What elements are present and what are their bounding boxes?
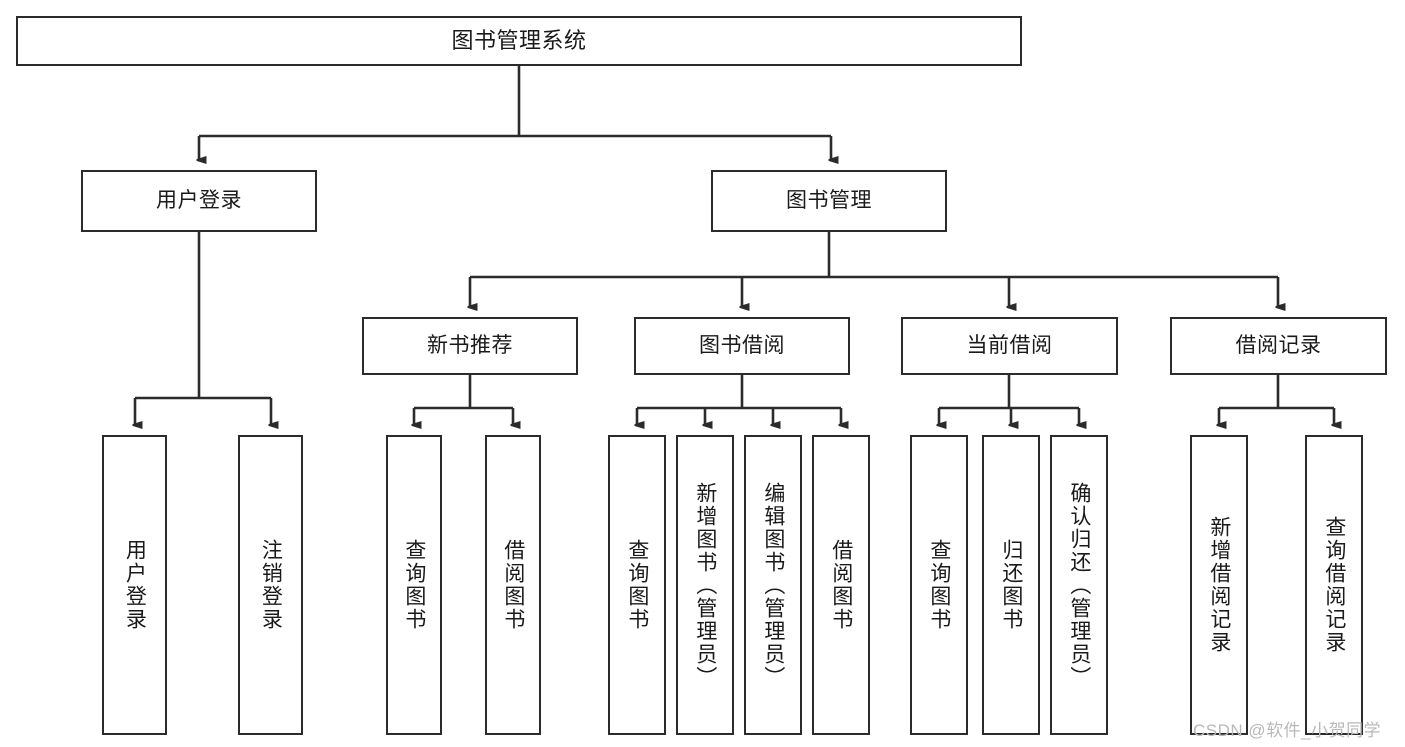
node-leaf-add-record[interactable]: 新增借阅记录 bbox=[1190, 435, 1248, 735]
node-leaf-user-login-label: 用户登录 bbox=[123, 539, 147, 631]
node-current-borrow[interactable]: 当前借阅 bbox=[901, 317, 1118, 375]
node-leaf-edit-book-label: 编辑图书（管理员） bbox=[761, 481, 785, 689]
node-leaf-logout[interactable]: 注销登录 bbox=[238, 435, 303, 735]
node-leaf-add-book[interactable]: 新增图书（管理员） bbox=[676, 435, 734, 735]
watermark: CSDN @软件_小贺同学 bbox=[1193, 721, 1382, 740]
node-leaf-confirm-return-label: 确认归还（管理员） bbox=[1067, 481, 1091, 689]
node-user-login[interactable]: 用户登录 bbox=[81, 170, 317, 232]
node-leaf-return-book-label: 归还图书 bbox=[999, 539, 1023, 631]
node-leaf-query-book-1[interactable]: 查询图书 bbox=[386, 435, 442, 735]
node-borrow-record[interactable]: 借阅记录 bbox=[1170, 317, 1387, 375]
node-leaf-user-login[interactable]: 用户登录 bbox=[102, 435, 167, 735]
node-leaf-add-book-label: 新增图书（管理员） bbox=[693, 481, 717, 689]
node-leaf-query-book-3-label: 查询图书 bbox=[927, 539, 951, 631]
node-leaf-borrow-book-1-label: 借阅图书 bbox=[501, 539, 525, 631]
node-leaf-logout-label: 注销登录 bbox=[259, 539, 283, 631]
node-leaf-query-book-1-label: 查询图书 bbox=[402, 539, 426, 631]
node-leaf-add-record-label: 新增借阅记录 bbox=[1207, 516, 1231, 654]
node-leaf-borrow-book-2[interactable]: 借阅图书 bbox=[812, 435, 870, 735]
node-leaf-query-book-2-label: 查询图书 bbox=[625, 539, 649, 631]
node-user-login-label: 用户登录 bbox=[156, 189, 242, 213]
node-new-book-rec-label: 新书推荐 bbox=[427, 334, 513, 358]
node-leaf-return-book[interactable]: 归还图书 bbox=[982, 435, 1040, 735]
node-book-manage-label: 图书管理 bbox=[786, 189, 872, 213]
node-book-borrow-label: 图书借阅 bbox=[699, 334, 785, 358]
node-book-borrow[interactable]: 图书借阅 bbox=[634, 317, 850, 375]
node-root[interactable]: 图书管理系统 bbox=[16, 16, 1022, 66]
node-leaf-query-record-label: 查询借阅记录 bbox=[1322, 516, 1346, 654]
node-root-label: 图书管理系统 bbox=[451, 27, 587, 53]
node-borrow-record-label: 借阅记录 bbox=[1235, 334, 1322, 358]
node-leaf-query-book-3[interactable]: 查询图书 bbox=[910, 435, 968, 735]
node-book-manage[interactable]: 图书管理 bbox=[711, 170, 947, 232]
node-new-book-rec[interactable]: 新书推荐 bbox=[362, 317, 578, 375]
node-leaf-query-book-2[interactable]: 查询图书 bbox=[608, 435, 666, 735]
node-leaf-borrow-book-2-label: 借阅图书 bbox=[829, 539, 853, 631]
node-leaf-confirm-return[interactable]: 确认归还（管理员） bbox=[1050, 435, 1108, 735]
node-leaf-borrow-book-1[interactable]: 借阅图书 bbox=[485, 435, 541, 735]
node-leaf-query-record[interactable]: 查询借阅记录 bbox=[1305, 435, 1363, 735]
node-current-borrow-label: 当前借阅 bbox=[966, 334, 1053, 358]
node-leaf-edit-book[interactable]: 编辑图书（管理员） bbox=[744, 435, 802, 735]
